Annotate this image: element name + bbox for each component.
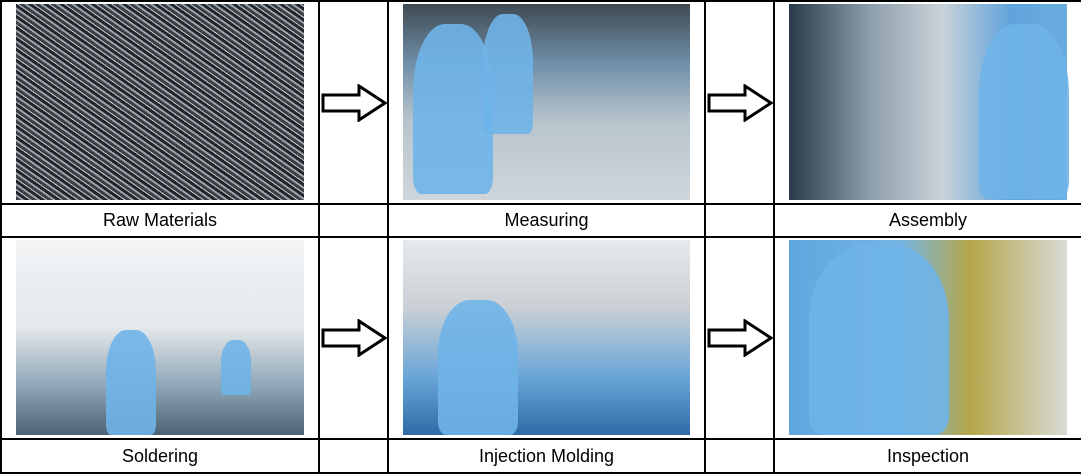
photo-cell-raw-materials <box>0 0 320 205</box>
step-label-inspection: Inspection <box>886 445 970 466</box>
step-label-measuring: Measuring <box>504 210 589 230</box>
photo-injection-molding <box>403 240 690 435</box>
step-label-injection-molding: Injection Molding <box>478 445 615 466</box>
step-label-raw-materials: Raw Materials <box>102 210 218 230</box>
empty-cell <box>704 203 775 238</box>
arrow-cell <box>318 0 389 205</box>
photo-cell-soldering <box>0 236 320 440</box>
arrow-cell <box>704 0 775 205</box>
step-label-assembly: Assembly <box>888 210 968 230</box>
label-cell: Raw Materials <box>0 203 320 238</box>
right-arrow-icon <box>321 319 387 357</box>
right-arrow-icon <box>707 83 773 122</box>
photo-inspection <box>789 240 1067 435</box>
photo-measuring <box>403 4 690 200</box>
label-cell: Measuring <box>387 203 706 238</box>
label-cell: Assembly <box>773 203 1081 238</box>
label-cell: Injection Molding <box>387 438 706 474</box>
photo-assembly <box>789 4 1069 200</box>
empty-cell <box>318 438 389 474</box>
label-cell: Soldering <box>0 438 320 474</box>
label-cell: Inspection <box>773 438 1081 474</box>
photo-cell-inspection <box>773 236 1081 440</box>
photo-raw-materials <box>16 4 304 200</box>
photo-cell-assembly <box>773 0 1081 205</box>
arrow-cell <box>318 236 389 440</box>
photo-cell-measuring <box>387 0 706 205</box>
photo-soldering <box>16 240 304 435</box>
arrow-cell <box>704 236 775 440</box>
right-arrow-icon <box>321 83 387 122</box>
right-arrow-icon <box>707 319 773 357</box>
empty-cell <box>704 438 775 474</box>
step-label-soldering: Soldering <box>121 445 199 466</box>
photo-cell-injection-molding <box>387 236 706 440</box>
empty-cell <box>318 203 389 238</box>
